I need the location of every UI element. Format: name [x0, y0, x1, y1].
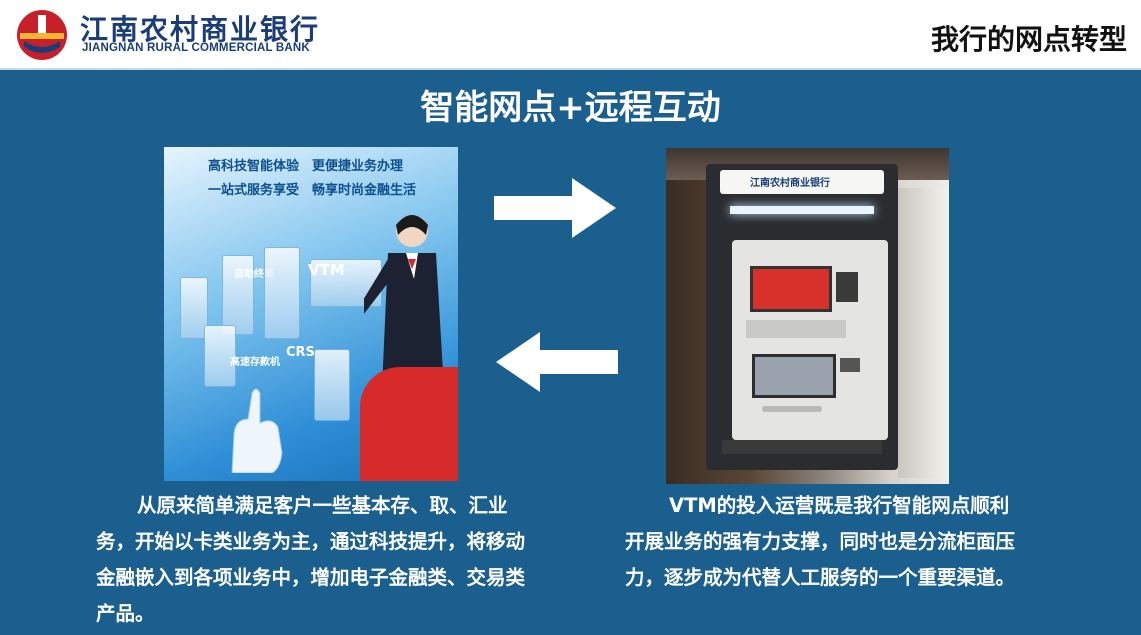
kiosk-label-crs: CRS — [286, 345, 315, 360]
vtm-light — [730, 206, 874, 214]
kiosk-label-vtm: VTM — [308, 261, 345, 279]
kiosk-label: 自助终端 — [234, 269, 274, 280]
vtm-base — [722, 440, 882, 454]
right-description: VTM的投入运营既是我行智能网点顺利开展业务的强有力支撑，同时也是分流柜面压力，… — [625, 494, 1016, 589]
header-bar: 江南农村商业银行 JIANGNAN RURAL COMMERCIAL BANK … — [0, 0, 1141, 70]
left-description: 从原来简单满足客户一些基本存、取、汇业务，开始以卡类业务为主，通过科技提升，将移… — [96, 494, 526, 625]
hand-graphic — [231, 388, 283, 473]
vtm-card-slot — [836, 272, 858, 302]
vtm-header-panel — [720, 170, 884, 194]
arrow-right-icon — [494, 178, 616, 238]
bank-name-en: JIANGNAN RURAL COMMERCIAL BANK — [82, 42, 310, 54]
vtm-top-screen — [750, 266, 832, 312]
kiosk-graphic — [204, 325, 236, 387]
kiosk-graphic — [180, 277, 208, 339]
page-title: 我行的网点转型 — [930, 23, 1127, 56]
vtm-brand-label: 江南农村商业银行 — [750, 178, 830, 189]
kiosk-graphic — [264, 247, 300, 339]
bank-name-cn: 江南农村商业银行 — [80, 13, 321, 46]
smart-branch-image: 高科技智能体验 更便捷业务办理 一站式服务享受 畅享时尚金融生活 自助终端 VT… — [164, 147, 458, 481]
vtm-machine-image: 江南农村商业银行 — [666, 148, 949, 484]
image-caption-line1: 高科技智能体验 更便捷业务办理 — [208, 159, 404, 174]
vtm-keypad-area — [746, 320, 846, 338]
kiosk-label: 高速存款机 — [230, 357, 280, 368]
crs-kiosk-graphic — [314, 349, 350, 421]
red-counter-graphic — [360, 367, 458, 481]
window-graphic — [898, 188, 949, 478]
vtm-cash-slot — [762, 406, 822, 412]
kiosk-graphic — [222, 255, 254, 335]
slide-title: 智能网点+远程互动 — [420, 88, 721, 128]
image-caption-line2: 一站式服务享受 畅享时尚金融生活 — [208, 183, 417, 198]
vtm-touch-screen — [752, 354, 836, 398]
vtm-receipt-slot — [840, 358, 860, 372]
arrow-left-icon — [496, 332, 618, 392]
bank-logo-icon — [17, 10, 67, 60]
